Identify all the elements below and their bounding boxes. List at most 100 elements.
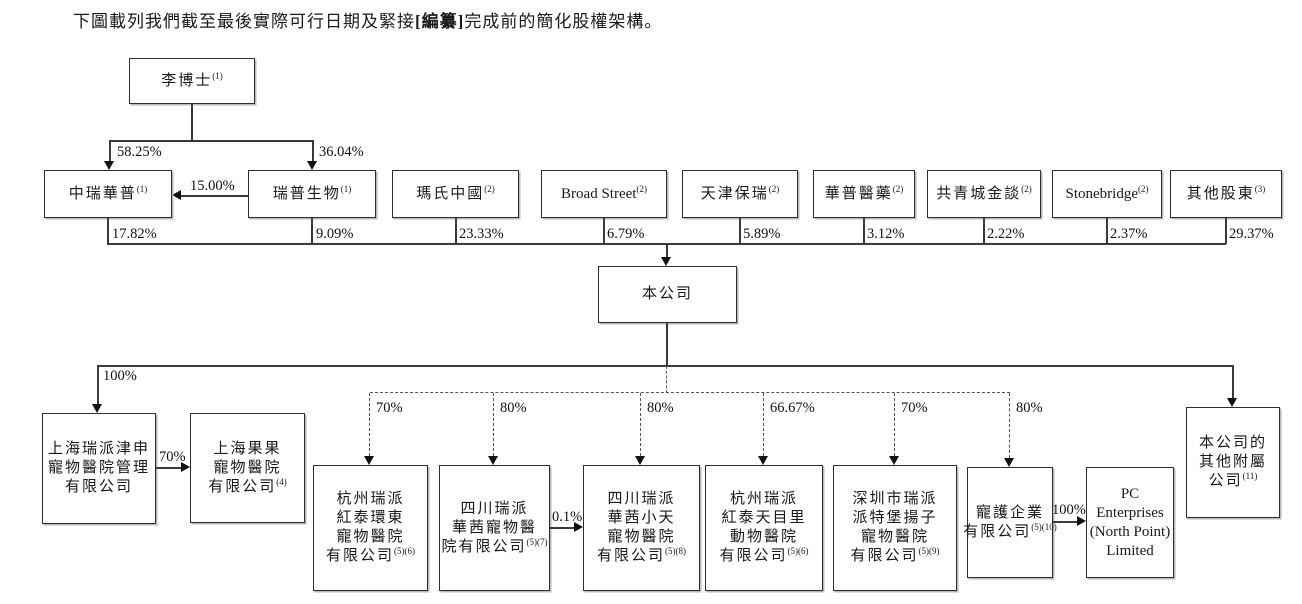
arrow-right-icon xyxy=(181,462,190,472)
node-huapu-pharma: 華普醫藥(2) xyxy=(813,170,915,218)
node-text: 有限公司(5)(6) xyxy=(326,547,415,566)
caption-redacted-term: [編纂] xyxy=(415,12,465,31)
footnote-ref: (2) xyxy=(892,183,904,194)
connector-line xyxy=(312,140,314,162)
node-text: Limited xyxy=(1106,542,1154,559)
node-text: 華普醫藥 xyxy=(824,185,893,202)
stake-label: 100% xyxy=(1052,502,1086,518)
arrow-down-icon xyxy=(92,404,102,413)
node-text: 有限公司 xyxy=(850,548,919,564)
footnote-ref: (2) xyxy=(484,183,495,194)
node-text: 公司 xyxy=(1208,473,1243,489)
node-text: 有限公司 xyxy=(719,548,788,564)
dashed-connector-line xyxy=(493,393,494,456)
node-text: 寵物醫院管理 xyxy=(47,460,150,476)
node-text: 有限公司 xyxy=(963,523,1032,540)
node-mars-china: 瑪氏中國(2) xyxy=(392,170,519,218)
connector-line xyxy=(1106,218,1108,244)
node-text: 派特堡揚子 xyxy=(852,510,938,526)
footnote-ref: (3) xyxy=(1254,183,1266,194)
stake-label: 0.1% xyxy=(552,509,583,525)
connector-line xyxy=(739,218,741,244)
dashed-connector-line xyxy=(666,366,667,393)
footnote-ref: (4) xyxy=(276,476,287,487)
node-text: 寵物醫院 xyxy=(607,529,676,545)
node-text: 瑪氏中國 xyxy=(416,185,485,202)
stake-label: 6.79% xyxy=(607,226,645,242)
connector-line xyxy=(863,218,865,244)
connector-line xyxy=(191,104,193,140)
connector-line xyxy=(109,140,111,162)
node-text: 其他股東 xyxy=(1186,185,1255,202)
arrow-down-icon xyxy=(661,257,671,266)
node-label: 本公司 xyxy=(642,285,693,304)
arrow-down-icon xyxy=(307,161,317,170)
stake-label: 100% xyxy=(103,368,137,384)
node-text: 有限公司(5)(9) xyxy=(850,547,939,566)
node-text: 深圳市瑞派 xyxy=(852,491,938,507)
footnote-ref: (2) xyxy=(1138,183,1149,194)
dashed-connector-line xyxy=(1009,393,1010,458)
node-tianjin-baorui: 天津保瑞(2) xyxy=(682,170,798,218)
node-zhongrui-huapu: 中瑞華普(1) xyxy=(44,170,172,218)
connector-line xyxy=(1225,218,1227,244)
node-company: 本公司 xyxy=(598,266,737,323)
stake-label: 17.82% xyxy=(112,226,157,242)
node-shenzhen-yangzi: 深圳市瑞派 派特堡揚子 寵物醫院 有限公司(5)(9) xyxy=(833,465,957,591)
dashed-connector-bus-line xyxy=(370,392,1010,393)
node-stonebridge: Stonebridge(2) xyxy=(1052,170,1162,218)
node-text: 有限公司(5)(6) xyxy=(719,547,808,566)
connector-line xyxy=(983,218,985,244)
stake-label: 66.67% xyxy=(770,400,815,416)
node-pc-enterprises: PC Enterprises (North Point) Limited xyxy=(1086,467,1174,578)
footnote-ref: (5)(6) xyxy=(394,546,415,556)
stake-label: 15.00% xyxy=(190,178,235,194)
stake-label: 23.33% xyxy=(459,226,504,242)
node-label: 李博士(1) xyxy=(161,70,223,91)
node-text: PC xyxy=(1120,485,1140,502)
footnote-ref: (1) xyxy=(212,70,223,81)
node-text: 華茜寵物醫 xyxy=(451,519,537,536)
connector-line xyxy=(97,365,99,405)
arrow-left-icon xyxy=(172,190,181,200)
node-text: 共青城金談 xyxy=(936,185,1022,202)
node-text: 其他附屬 xyxy=(1198,454,1267,470)
stake-label: 80% xyxy=(500,400,527,416)
node-text: 四川瑞派 xyxy=(607,491,676,507)
node-chonghu-enterprise: 寵護企業 有限公司(5)(10) xyxy=(963,467,1057,578)
stake-label: 3.12% xyxy=(867,226,905,242)
node-text: 公司(11) xyxy=(1209,472,1258,491)
connector-line xyxy=(109,140,314,142)
dashed-connector-line xyxy=(369,393,370,456)
node-text: 紅泰環東 xyxy=(336,510,405,526)
connector-line xyxy=(666,244,668,258)
caption-text-after: 完成前的簡化股權架構。 xyxy=(464,12,663,31)
footnote-ref: (5)(8) xyxy=(665,546,686,556)
connector-line xyxy=(666,323,668,366)
node-other-shareholders: 其他股東(3) xyxy=(1170,170,1282,218)
connector-line xyxy=(1232,365,1234,399)
node-text: 寵護企業 xyxy=(975,504,1044,521)
footnote-ref: (1) xyxy=(340,183,352,194)
node-text: 寵物醫院 xyxy=(336,529,405,545)
arrow-down-icon xyxy=(889,456,899,465)
footnote-ref: (5)(7) xyxy=(526,536,548,547)
node-label: Stonebridge(2) xyxy=(1066,183,1149,204)
node-text: 動物醫院 xyxy=(729,529,798,545)
node-label: 其他股東(3) xyxy=(1186,183,1266,204)
node-text: 院有限公司 xyxy=(441,538,527,555)
node-text: 杭州瑞派 xyxy=(729,491,798,507)
node-shanghai-guoguo: 上海果果 寵物醫院 有限公司(4) xyxy=(190,413,305,523)
connector-line xyxy=(455,218,457,244)
stake-label: 9.09% xyxy=(316,226,354,242)
stake-label: 36.04% xyxy=(319,144,364,160)
stake-label: 2.22% xyxy=(987,226,1025,242)
node-label: 瑪氏中國(2) xyxy=(416,183,495,204)
node-text: 杭州瑞派 xyxy=(336,491,405,507)
stake-label: 29.37% xyxy=(1229,226,1274,242)
node-text: 華茜小天 xyxy=(607,510,676,526)
node-sichuan-huaqian: 四川瑞派 華茜寵物醫 院有限公司(5)(7) xyxy=(439,465,550,591)
stake-label: 70% xyxy=(159,449,186,465)
arrow-down-icon xyxy=(1227,398,1237,407)
